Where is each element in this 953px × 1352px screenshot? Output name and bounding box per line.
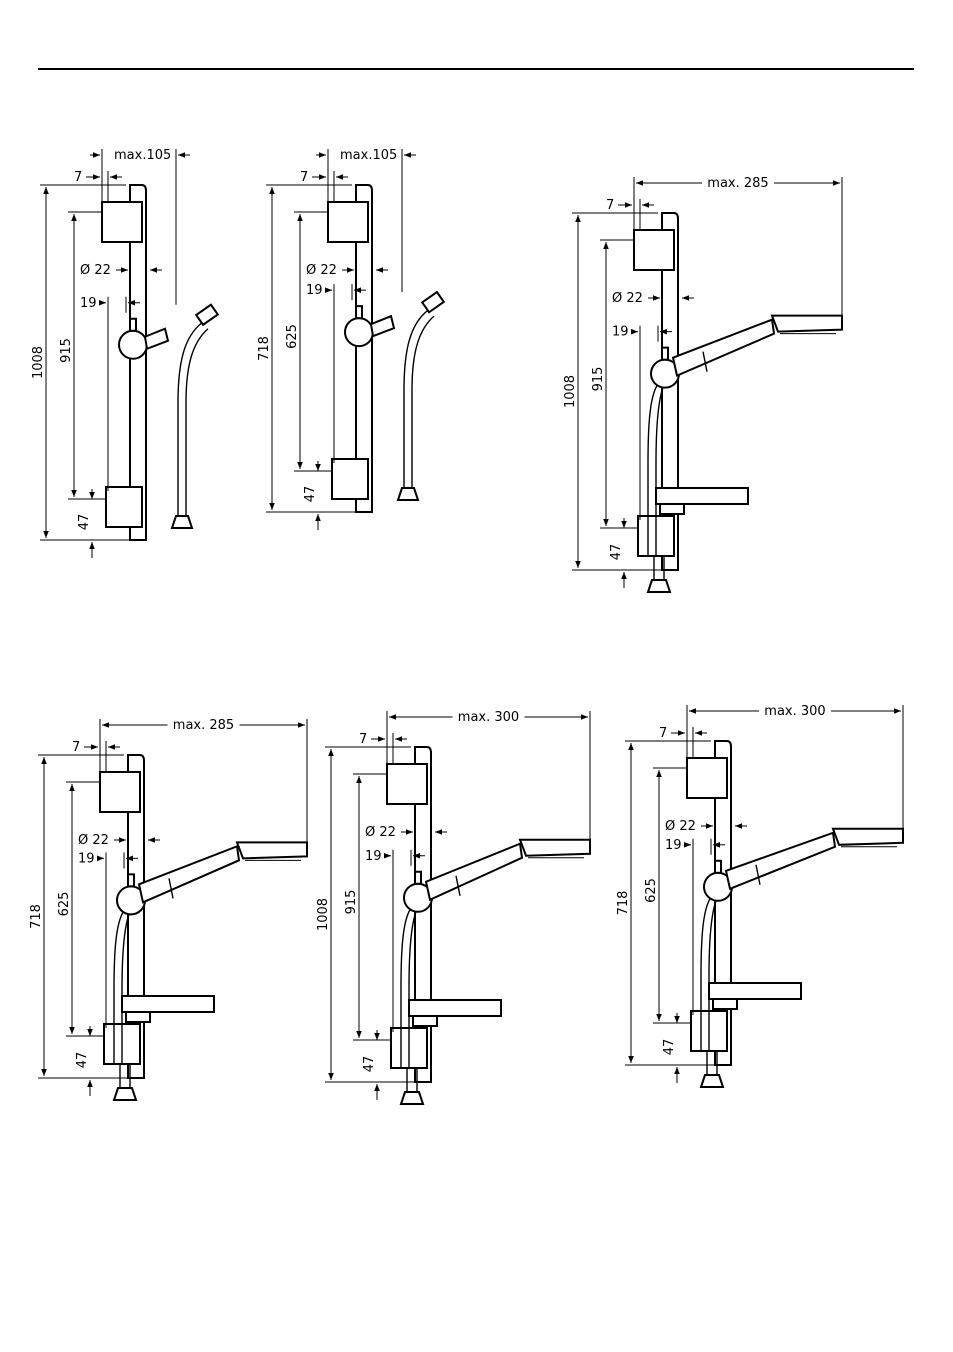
height-label: 1008 [316, 898, 331, 931]
inner-label: 625 [57, 892, 72, 917]
shower-head [237, 842, 307, 858]
slider-lever [415, 872, 421, 884]
bottom-label: 47 [609, 544, 624, 561]
max-reach-label: max. 285 [173, 718, 234, 733]
offset-19-label: 19 [306, 283, 323, 298]
shower-head [833, 829, 903, 845]
slider-knob [119, 331, 147, 359]
soap-dish [409, 1000, 501, 1016]
bottom-label: 47 [662, 1039, 677, 1056]
dish-mount [126, 1012, 150, 1022]
soap-dish [656, 488, 748, 504]
hose-line [412, 316, 434, 492]
offset-7-label: 7 [606, 198, 614, 213]
drawing-d: 718 625 7 Ø 22 19 47 max. 285 [29, 718, 307, 1100]
top-wall-bracket [634, 230, 674, 270]
offset-19-label: 19 [80, 296, 97, 311]
hose-nut-bottom [648, 580, 670, 592]
hose-line [186, 329, 208, 520]
diameter-label: Ø 22 [80, 263, 111, 278]
soap-dish [122, 996, 214, 1012]
bottom-label: 47 [303, 486, 318, 503]
shower-head [772, 316, 842, 332]
bottom-label: 47 [362, 1056, 377, 1073]
slider-lever [356, 306, 362, 318]
hose-nut-bottom [398, 488, 418, 500]
top-wall-bracket [100, 772, 140, 812]
max-reach-label: max.105 [340, 148, 397, 163]
offset-19-label: 19 [365, 849, 382, 864]
height-label: 1008 [563, 375, 578, 408]
top-wall-bracket [687, 758, 727, 798]
hose-nut-bottom [701, 1075, 723, 1087]
offset-7-label: 7 [72, 740, 80, 755]
drawing-a: 1008 915 7 Ø 22 19 47 max.105 [31, 148, 218, 558]
max-reach-label: max. 300 [764, 704, 825, 719]
hose-holder [145, 329, 168, 349]
hose-nut-top [422, 292, 444, 312]
drawing-c: 1008 915 7 Ø 22 19 47 max. 285 [563, 176, 842, 592]
offset-7-label: 7 [659, 726, 667, 741]
hose-nut-bottom [172, 516, 192, 528]
hose-nut-top [196, 305, 218, 325]
slider-knob [345, 318, 373, 346]
inner-label: 625 [285, 324, 300, 349]
inner-label: 915 [59, 338, 74, 363]
max-reach-label: max.105 [114, 148, 171, 163]
shower-head [520, 840, 590, 856]
slider-lever [715, 861, 721, 873]
offset-19-label: 19 [612, 325, 629, 340]
top-wall-bracket [328, 202, 368, 242]
diameter-label: Ø 22 [78, 833, 109, 848]
height-label: 718 [257, 336, 272, 361]
offset-7-label: 7 [74, 170, 82, 185]
hose-nut-bottom [114, 1088, 136, 1100]
slider-lever [128, 874, 134, 886]
hose-line [404, 310, 428, 492]
inner-label: 915 [591, 367, 606, 392]
drawings-layer: 1008 915 7 Ø 22 19 47 max.105 718 625 7 Ø 22 19 47 ma… [29, 148, 903, 1104]
offset-7-label: 7 [359, 732, 367, 747]
diameter-label: Ø 22 [306, 263, 337, 278]
drawing-e: 1008 915 7 Ø 22 19 47 max. 300 [316, 710, 590, 1104]
diameter-label: Ø 22 [612, 291, 643, 306]
shower-handle [139, 846, 239, 902]
slider-lever [662, 348, 668, 360]
diameter-label: Ø 22 [365, 825, 396, 840]
hose-nut-bottom [401, 1092, 423, 1104]
inner-label: 625 [644, 878, 659, 903]
offset-19-label: 19 [665, 838, 682, 853]
drawing-f: 718 625 7 Ø 22 19 47 max. 300 [616, 704, 903, 1087]
shower-handle [726, 833, 835, 889]
inner-label: 915 [344, 890, 359, 915]
max-reach-label: max. 285 [707, 176, 768, 191]
drawing-b: 718 625 7 Ø 22 19 47 max.105 [257, 148, 444, 530]
offset-19-label: 19 [78, 851, 95, 866]
height-label: 718 [29, 904, 44, 929]
top-wall-bracket [387, 764, 427, 804]
dish-mount [660, 504, 684, 514]
height-label: 718 [616, 891, 631, 916]
soap-dish [709, 983, 801, 999]
dish-mount [413, 1016, 437, 1026]
hose-holder [371, 316, 394, 336]
bottom-wall-bracket [106, 487, 142, 527]
bottom-label: 47 [77, 514, 92, 531]
dish-mount [713, 999, 737, 1009]
slider-lever [130, 319, 136, 331]
bottom-wall-bracket [332, 459, 368, 499]
max-reach-label: max. 300 [458, 710, 519, 725]
offset-7-label: 7 [300, 170, 308, 185]
diameter-label: Ø 22 [665, 819, 696, 834]
hose-line [178, 323, 202, 520]
height-label: 1008 [31, 346, 46, 379]
bottom-label: 47 [75, 1052, 90, 1069]
shower-handle [426, 844, 522, 900]
top-wall-bracket [102, 202, 142, 242]
shower-handle [673, 320, 774, 376]
